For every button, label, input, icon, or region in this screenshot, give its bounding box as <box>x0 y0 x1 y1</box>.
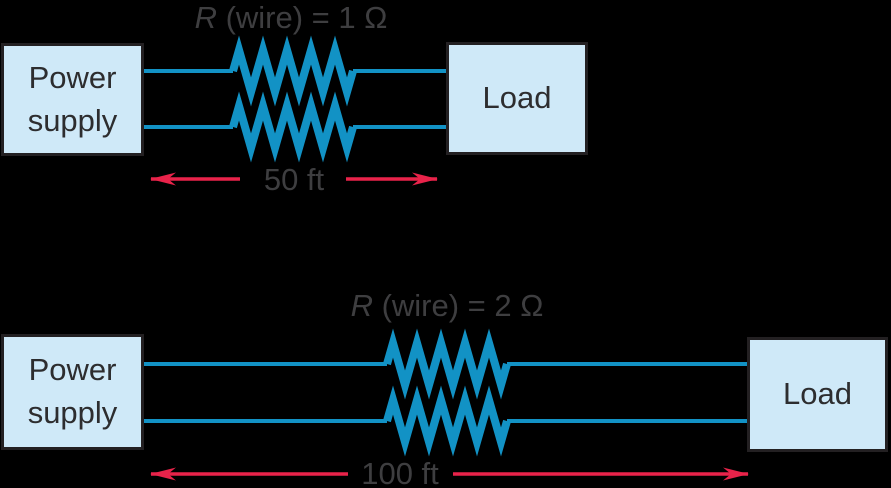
resistor-icon <box>229 91 357 163</box>
resistor-icon <box>383 328 511 400</box>
resistance-symbol: R <box>194 0 217 35</box>
circuit1-length-label: 50 ft <box>263 162 325 197</box>
circuit2-load-box: Load <box>747 337 888 452</box>
circuit2-length-label: 100 ft <box>361 456 439 488</box>
load-label: Load <box>482 80 552 116</box>
load-label: Load <box>783 376 852 412</box>
circuit1-resistance-label: R (wire) = 1 Ω <box>195 0 388 36</box>
circuit1-bottom-conductor <box>144 91 446 163</box>
circuit1-power-supply-box: Power supply <box>1 43 144 156</box>
circuit2-resistance-label: R (wire) = 2 Ω <box>351 288 544 324</box>
circuit1-load-box: Load <box>446 42 588 155</box>
circuit2-bottom-conductor <box>144 385 747 457</box>
power-supply-label: Power supply <box>27 59 118 138</box>
resistance-value: (wire) = 1 Ω <box>216 0 388 35</box>
resistor-icon <box>229 35 357 107</box>
resistor-icon <box>383 385 511 457</box>
resistance-symbol: R <box>350 288 373 323</box>
circuit2-power-supply-box: Power supply <box>1 334 144 450</box>
resistance-value: (wire) = 2 Ω <box>372 288 544 323</box>
circuit2-top-conductor <box>144 328 747 400</box>
power-supply-label: Power supply <box>27 352 118 430</box>
circuit1-top-conductor <box>144 35 446 107</box>
